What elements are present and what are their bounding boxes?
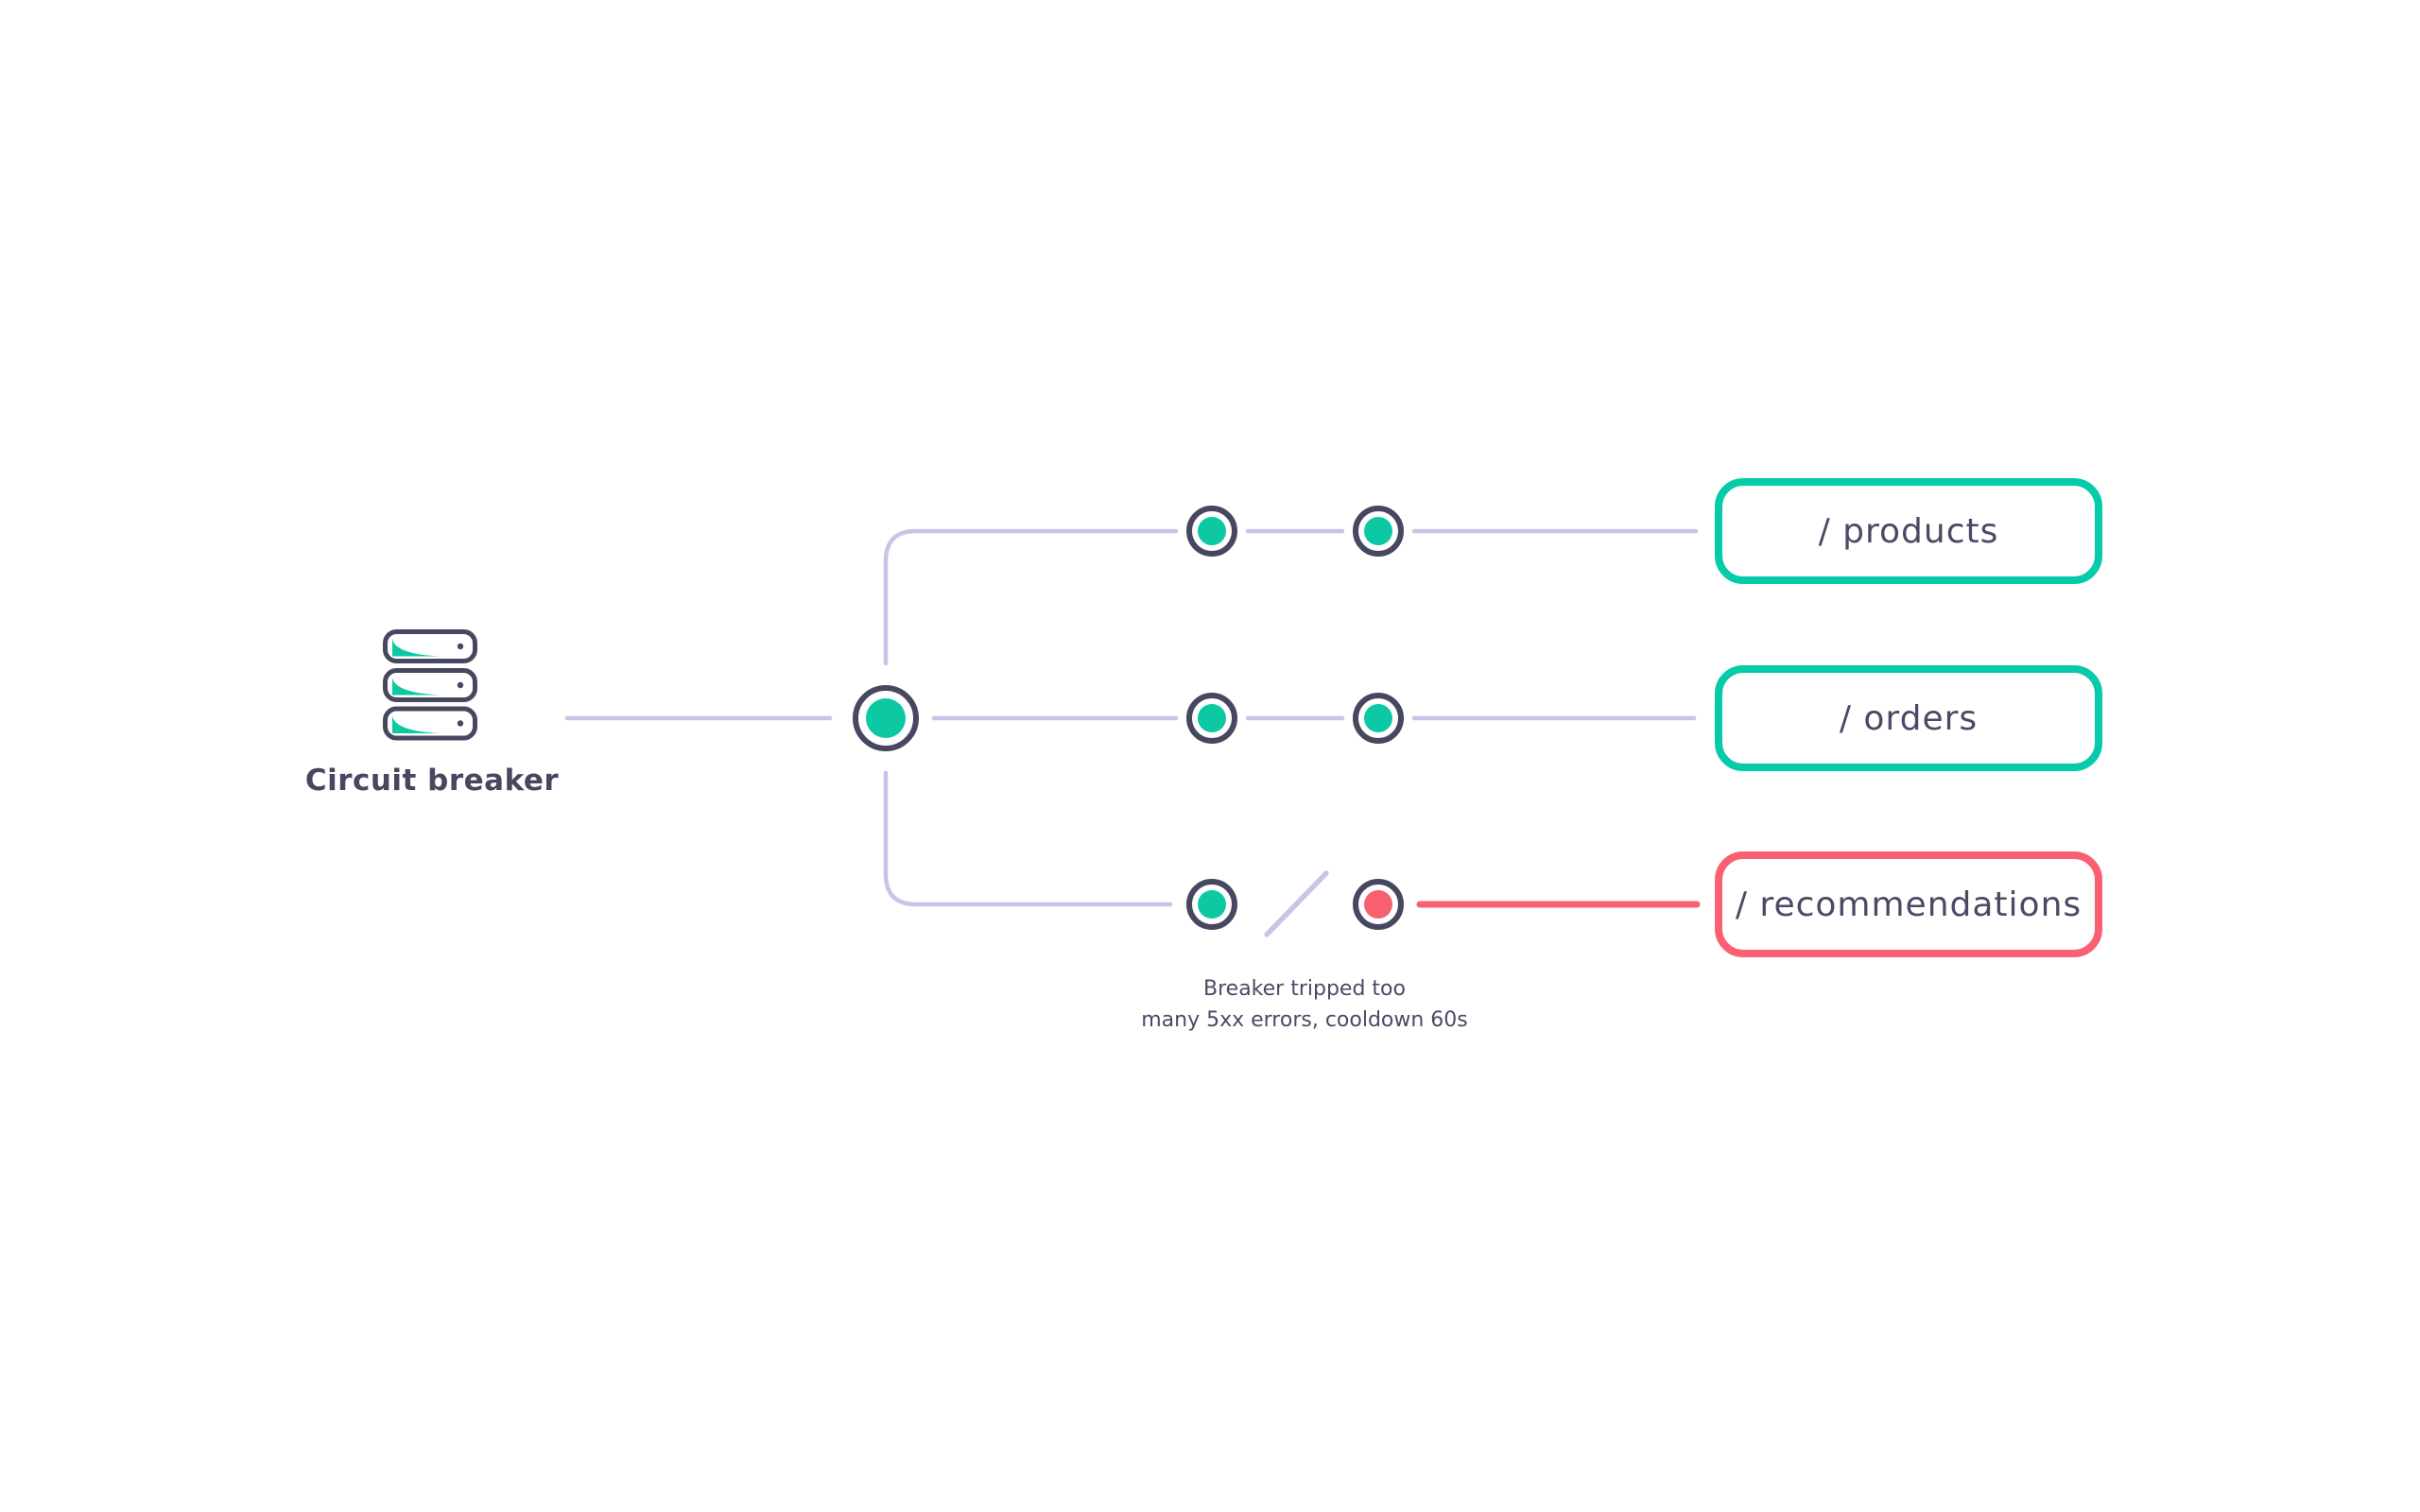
health-node-orders-1	[1186, 693, 1237, 744]
health-node-recommendations-1	[1186, 879, 1237, 930]
status-dot	[1198, 704, 1226, 732]
connector-hub-to-top-branch	[883, 528, 1179, 666]
health-node-recommendations-2	[1353, 879, 1404, 930]
health-node-products-1	[1186, 506, 1237, 557]
caption-line-1: Breaker tripped too	[1203, 977, 1406, 1001]
endpoint-products: / products	[1715, 478, 2102, 584]
breaker-gap-slash-icon	[1264, 870, 1329, 937]
status-dot	[1198, 890, 1226, 919]
circuit-breaker-label: Circuit breaker	[304, 764, 560, 798]
health-node-orders-2	[1353, 693, 1404, 744]
hub-node	[853, 685, 919, 751]
endpoint-recommendations-label: / recommendations	[1735, 885, 2083, 924]
status-dot	[1198, 517, 1226, 545]
server-stack-icon	[383, 629, 477, 743]
status-dot-error	[1364, 890, 1392, 919]
connector-hub-to-bottom-node1	[883, 770, 1173, 907]
endpoint-recommendations: / recommendations	[1715, 851, 2102, 957]
endpoint-products-label: / products	[1818, 511, 1999, 551]
status-dot	[1364, 517, 1392, 545]
status-dot	[1364, 704, 1392, 732]
caption-line-2: many 5xx errors, cooldown 60s	[1141, 1008, 1468, 1032]
breaker-tripped-caption: Breaker tripped too many 5xx errors, coo…	[1021, 973, 1588, 1036]
endpoint-orders-label: / orders	[1839, 698, 1979, 738]
health-node-products-2	[1353, 506, 1404, 557]
hub-node-status-dot	[866, 698, 906, 738]
endpoint-orders: / orders	[1715, 665, 2102, 771]
